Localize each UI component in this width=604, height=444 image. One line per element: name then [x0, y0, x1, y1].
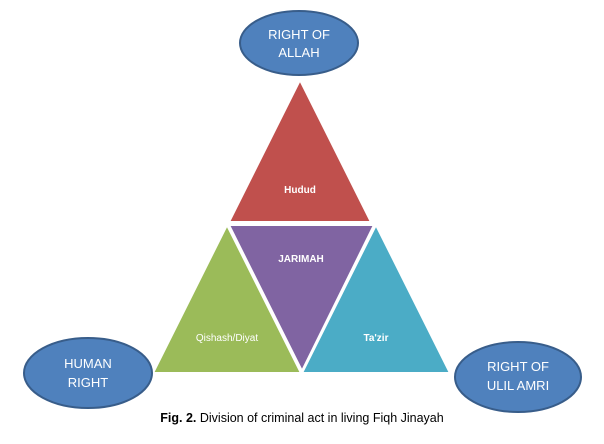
human-right-line1: HUMAN — [64, 356, 112, 371]
right-of-ulil-amri-node: RIGHT OF ULIL AMRI — [454, 341, 582, 413]
right-of-ulil-amri-line1: RIGHT OF — [487, 359, 549, 374]
qishash-diyat-triangle — [151, 222, 303, 374]
tazir-label: Ta'zir — [364, 333, 389, 344]
human-right-node: HUMAN RIGHT — [23, 337, 153, 409]
figure-label: Fig. 2. — [160, 411, 197, 425]
hudud-label: Hudud — [284, 185, 316, 196]
tazir-triangle — [300, 222, 452, 374]
jarimah-label: JARIMAH — [278, 254, 324, 265]
figure-caption: Fig. 2. Division of criminal act in livi… — [0, 411, 604, 425]
right-of-allah-node: RIGHT OF ALLAH — [239, 10, 359, 76]
human-right-line2: RIGHT — [68, 375, 109, 390]
figure-caption-text: Division of criminal act in living Fiqh … — [196, 411, 444, 425]
right-of-allah-line2: ALLAH — [278, 45, 319, 60]
right-of-ulil-amri-line2: ULIL AMRI — [487, 378, 549, 393]
hudud-triangle — [227, 77, 373, 223]
jarimah-triangle — [227, 224, 376, 374]
qishash-diyat-label: Qishash/Diyat — [196, 333, 258, 344]
right-of-allah-line1: RIGHT OF — [268, 27, 330, 42]
